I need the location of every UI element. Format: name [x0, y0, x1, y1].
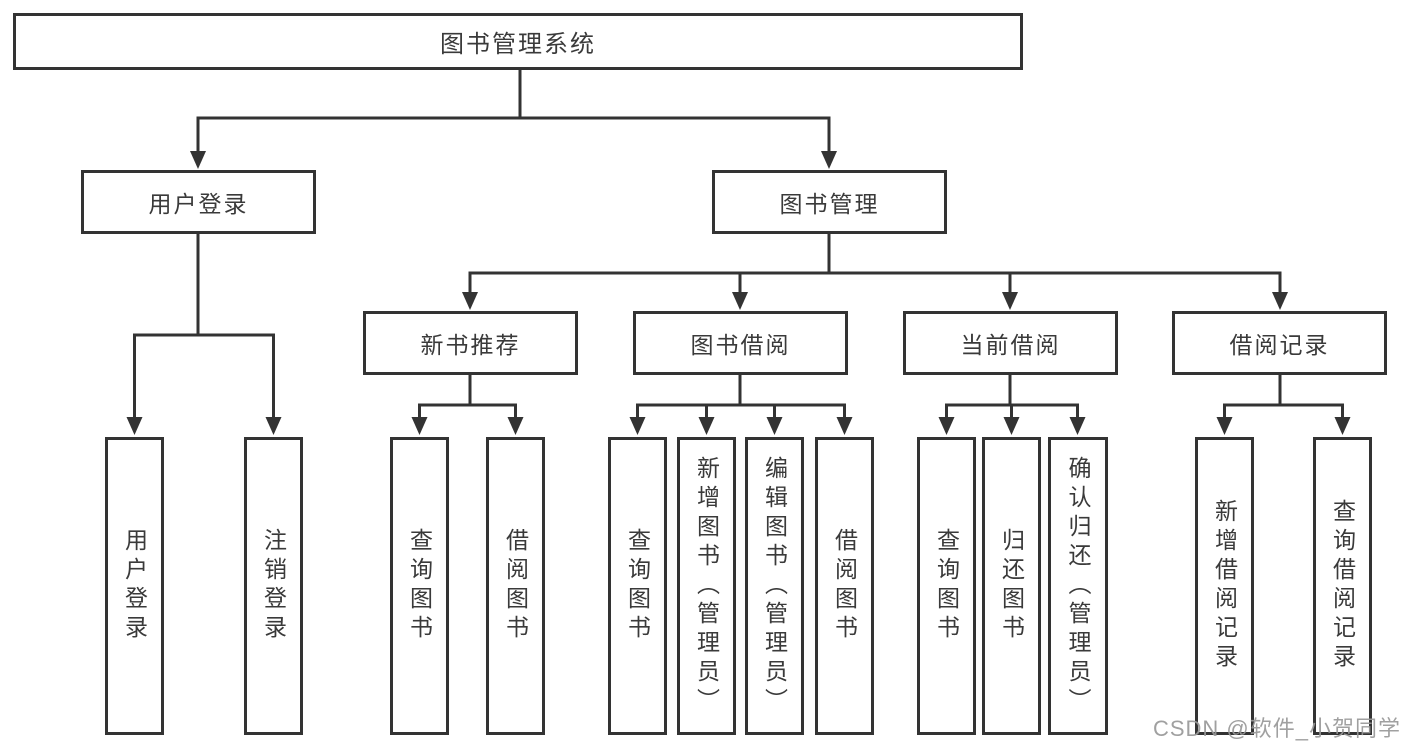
- node-label: 新书推荐: [420, 332, 521, 358]
- leaf-query-borrow-record: 查询借阅记录: [1313, 437, 1372, 735]
- node-current-borrow: 当前借阅: [903, 311, 1118, 375]
- node-borrow-records: 借阅记录: [1172, 311, 1387, 375]
- leaf-edit-book-admin: 编辑图书（管理员）: [745, 437, 804, 735]
- node-label: 新增借阅记录: [1211, 499, 1238, 673]
- node-label: 图书管理系统: [440, 31, 596, 58]
- leaf-return-book: 归还图书: [982, 437, 1041, 735]
- leaf-borrow-books-recommend: 借阅图书: [486, 437, 545, 735]
- node-label: 注销登录: [260, 528, 287, 644]
- leaf-borrow-books: 借阅图书: [815, 437, 874, 735]
- leaf-add-borrow-record: 新增借阅记录: [1195, 437, 1254, 735]
- node-label: 查询借阅记录: [1329, 499, 1356, 673]
- leaf-confirm-return-admin: 确认归还（管理员）: [1048, 437, 1108, 735]
- node-label: 编辑图书（管理员）: [761, 455, 788, 717]
- leaf-logout: 注销登录: [244, 437, 303, 735]
- node-book-management: 图书管理: [712, 170, 947, 234]
- node-label: 当前借阅: [960, 332, 1061, 358]
- leaf-user-login: 用户登录: [105, 437, 164, 735]
- node-label: 确认归还（管理员）: [1065, 455, 1091, 717]
- node-new-book-recommend: 新书推荐: [363, 311, 578, 375]
- node-label: 图书管理: [779, 191, 880, 217]
- node-label: 借阅图书: [502, 528, 529, 644]
- node-label: 用户登录: [148, 191, 249, 217]
- node-user-login: 用户登录: [81, 170, 316, 234]
- node-book-borrow: 图书借阅: [633, 311, 848, 375]
- leaf-add-book-admin: 新增图书（管理员）: [677, 437, 736, 735]
- node-label: 查询图书: [624, 528, 651, 644]
- leaf-query-books-borrow: 查询图书: [608, 437, 667, 735]
- node-label: 图书借阅: [690, 332, 791, 358]
- node-library-management-system: 图书管理系统: [13, 13, 1023, 70]
- node-label: 归还图书: [998, 528, 1025, 644]
- node-label: 借阅记录: [1229, 332, 1330, 358]
- node-label: 查询图书: [406, 528, 433, 644]
- node-label: 新增图书（管理员）: [693, 455, 720, 717]
- node-label: 借阅图书: [831, 528, 858, 644]
- node-label: 查询图书: [933, 528, 960, 644]
- leaf-query-books-current: 查询图书: [917, 437, 976, 735]
- leaf-query-books-recommend: 查询图书: [390, 437, 449, 735]
- node-label: 用户登录: [121, 528, 148, 644]
